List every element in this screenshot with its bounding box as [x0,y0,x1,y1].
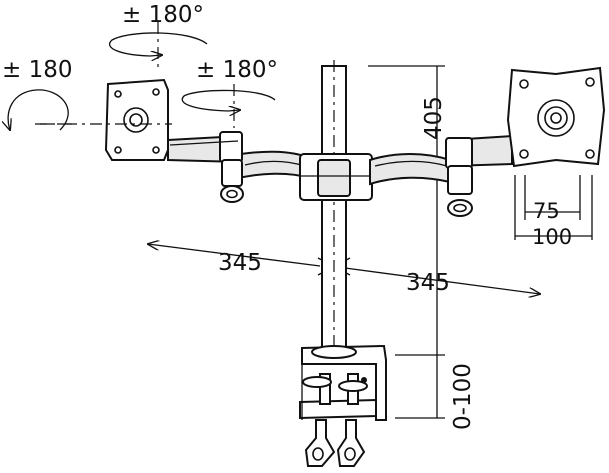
pole-height-label: 405 [421,96,447,140]
center-pole [321,60,347,360]
arm-left-length-label: 345 [218,250,262,276]
rotation-label-mid: ± 180° [196,57,278,83]
right-vesa-plate [506,66,606,168]
clamp-range-label: 0-100 [450,363,476,430]
central-hub [299,153,373,201]
vesa-inner-label: 75 [533,199,560,223]
dimension-lines [368,65,593,419]
rotation-label-left: ± 180 [2,57,72,83]
arm-right-length-label: 345 [406,270,450,296]
left-vesa-plate [40,78,172,161]
desk-clamp [299,344,387,467]
left-arm [167,131,311,203]
rotation-arrow-mid [181,84,276,128]
rotation-label-top: ± 180° [122,2,204,28]
right-arm [369,134,513,217]
rotation-arrow-top [109,22,208,70]
vesa-outer-label: 100 [532,225,572,249]
